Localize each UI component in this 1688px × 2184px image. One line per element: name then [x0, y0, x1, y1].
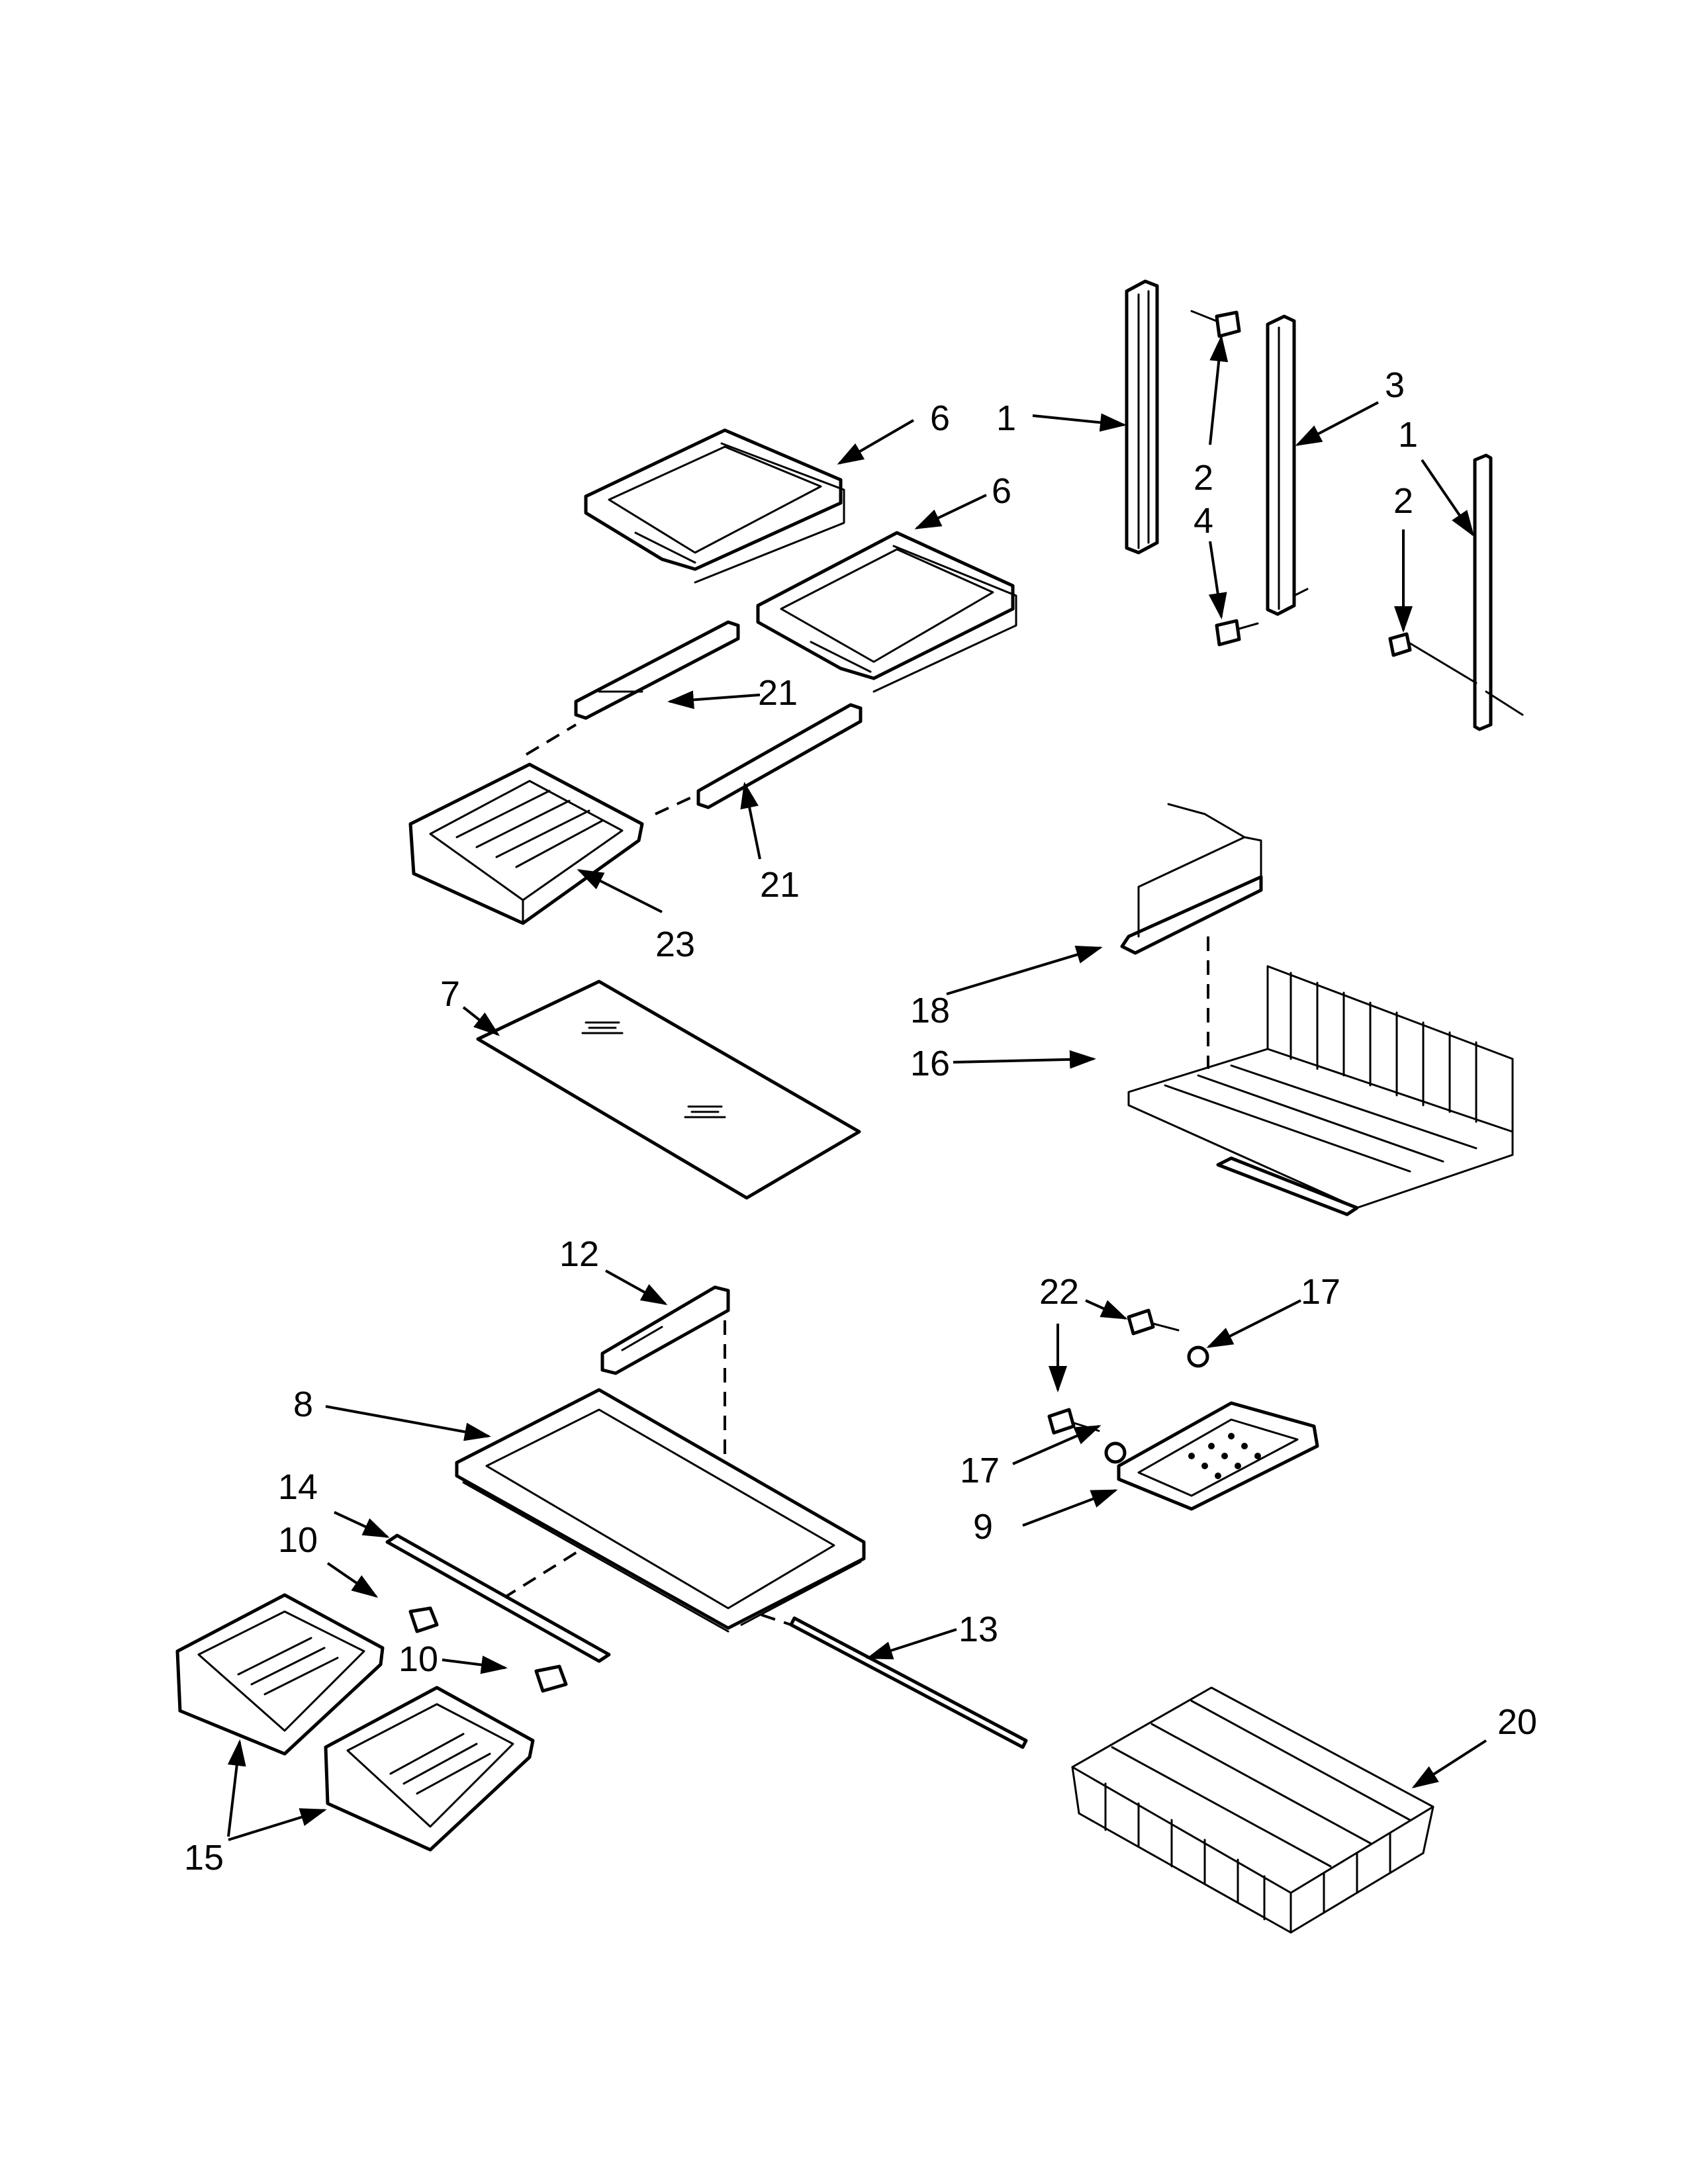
callout-2-right: 2 [1393, 481, 1413, 521]
callout-7: 7 [440, 974, 460, 1014]
washer-17-upper [1187, 1345, 1209, 1368]
slide-rail-lower [696, 703, 863, 809]
crisper-drawer-right [324, 1686, 535, 1852]
crisper-front-trim [385, 1533, 611, 1663]
callout-10-upper: 10 [278, 1520, 318, 1560]
callout-18: 18 [910, 991, 950, 1030]
screw-middle [1215, 619, 1259, 647]
callout-21-upper: 21 [758, 673, 798, 713]
wire-basket-shelf [1127, 965, 1514, 1216]
crisper-drawer-left [175, 1593, 385, 1756]
washer-17-lower [1104, 1441, 1127, 1464]
callout-9: 9 [973, 1507, 993, 1547]
screw-22-upper [1127, 1308, 1180, 1336]
crisper-frame [455, 1388, 866, 1633]
callout-21-lower: 21 [760, 865, 800, 905]
glass-shelf [476, 979, 861, 1200]
screw-right [1388, 632, 1477, 684]
shelf-frame-lower [756, 531, 1017, 693]
callout-20: 20 [1497, 1702, 1537, 1742]
slide-rail-upper [574, 620, 740, 720]
callout-8: 8 [293, 1385, 313, 1424]
basket-divider [1120, 803, 1263, 955]
callout-10-lower: 10 [399, 1639, 438, 1679]
callout-14: 14 [278, 1467, 318, 1507]
callout-17-lower: 17 [960, 1451, 1000, 1490]
ladder-rail-center [1266, 314, 1309, 616]
meat-drawer [408, 762, 644, 925]
divider-tube [789, 1616, 1028, 1749]
freezer-wire-basket [1071, 1686, 1434, 1934]
callout-17-upper: 17 [1301, 1272, 1340, 1312]
callout-16: 16 [910, 1044, 950, 1083]
callout-6-lower: 6 [992, 471, 1011, 511]
callout-4: 4 [1194, 501, 1213, 541]
shelf-frame-upper [584, 428, 845, 584]
callout-12: 12 [559, 1234, 599, 1274]
callout-22: 22 [1039, 1272, 1079, 1312]
screw-upper [1190, 310, 1241, 338]
center-rail-slide [600, 1285, 730, 1375]
clip-upper [408, 1606, 439, 1633]
callout-23: 23 [655, 925, 695, 964]
callout-13: 13 [959, 1610, 998, 1649]
callout-1-right: 1 [1398, 415, 1418, 455]
callout-3: 3 [1385, 365, 1405, 405]
crisper-cover-tray [1117, 1401, 1319, 1511]
ladder-rail-right [1473, 453, 1524, 731]
callout-labels: 6 6 1 2 4 3 1 2 21 21 23 7 18 16 12 22 1… [184, 365, 1537, 1878]
callout-1-left: 1 [996, 398, 1016, 438]
callout-6-upper: 6 [930, 398, 950, 438]
callout-15: 15 [184, 1838, 224, 1878]
leader-lines [227, 335, 1487, 1841]
callout-2-upper: 2 [1194, 458, 1213, 498]
ladder-rail-left [1125, 279, 1159, 555]
clip-lower [534, 1664, 568, 1693]
